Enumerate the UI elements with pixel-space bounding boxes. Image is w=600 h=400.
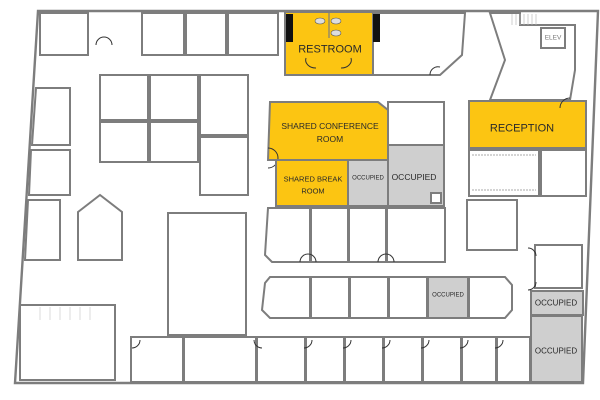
break-room-label-line1: SHARED BREAK [283, 174, 343, 184]
occupied-room-1[interactable] [347, 159, 389, 207]
middle-offices [263, 199, 583, 289]
left-offices [19, 74, 249, 381]
reception[interactable] [468, 100, 587, 149]
left-stairs [39, 307, 91, 320]
occupied-label-5: OCCUPIED [534, 346, 578, 356]
conference-label-line1: SHARED CONFERENCE [281, 121, 379, 132]
elevator-label: ELEV [544, 34, 562, 42]
reception-label: RECEPTION [489, 122, 555, 135]
ring-offices [260, 276, 513, 319]
occupied-label-4: OCCUPIED [534, 298, 578, 308]
occupied-room-5[interactable] [530, 315, 583, 383]
conference-label-line2: ROOM [316, 134, 344, 145]
occupied-label-1: OCCUPIED [352, 175, 384, 182]
occupied-room-3[interactable] [427, 276, 469, 319]
bottom-offices [130, 336, 531, 383]
door-swings [95, 36, 537, 349]
break-room-label-line2: ROOM [301, 186, 325, 196]
restroom-label: RESTROOM [298, 43, 362, 56]
elevator [540, 27, 566, 49]
occupied-room-4[interactable] [530, 290, 584, 316]
occupied-label-3: OCCUPIED [432, 292, 464, 299]
toilet-icon [314, 17, 342, 37]
restroom-partition [286, 14, 293, 42]
stairs [511, 14, 537, 25]
restroom-partition [373, 14, 380, 42]
occupied-label-2: OCCUPIED [391, 172, 437, 183]
